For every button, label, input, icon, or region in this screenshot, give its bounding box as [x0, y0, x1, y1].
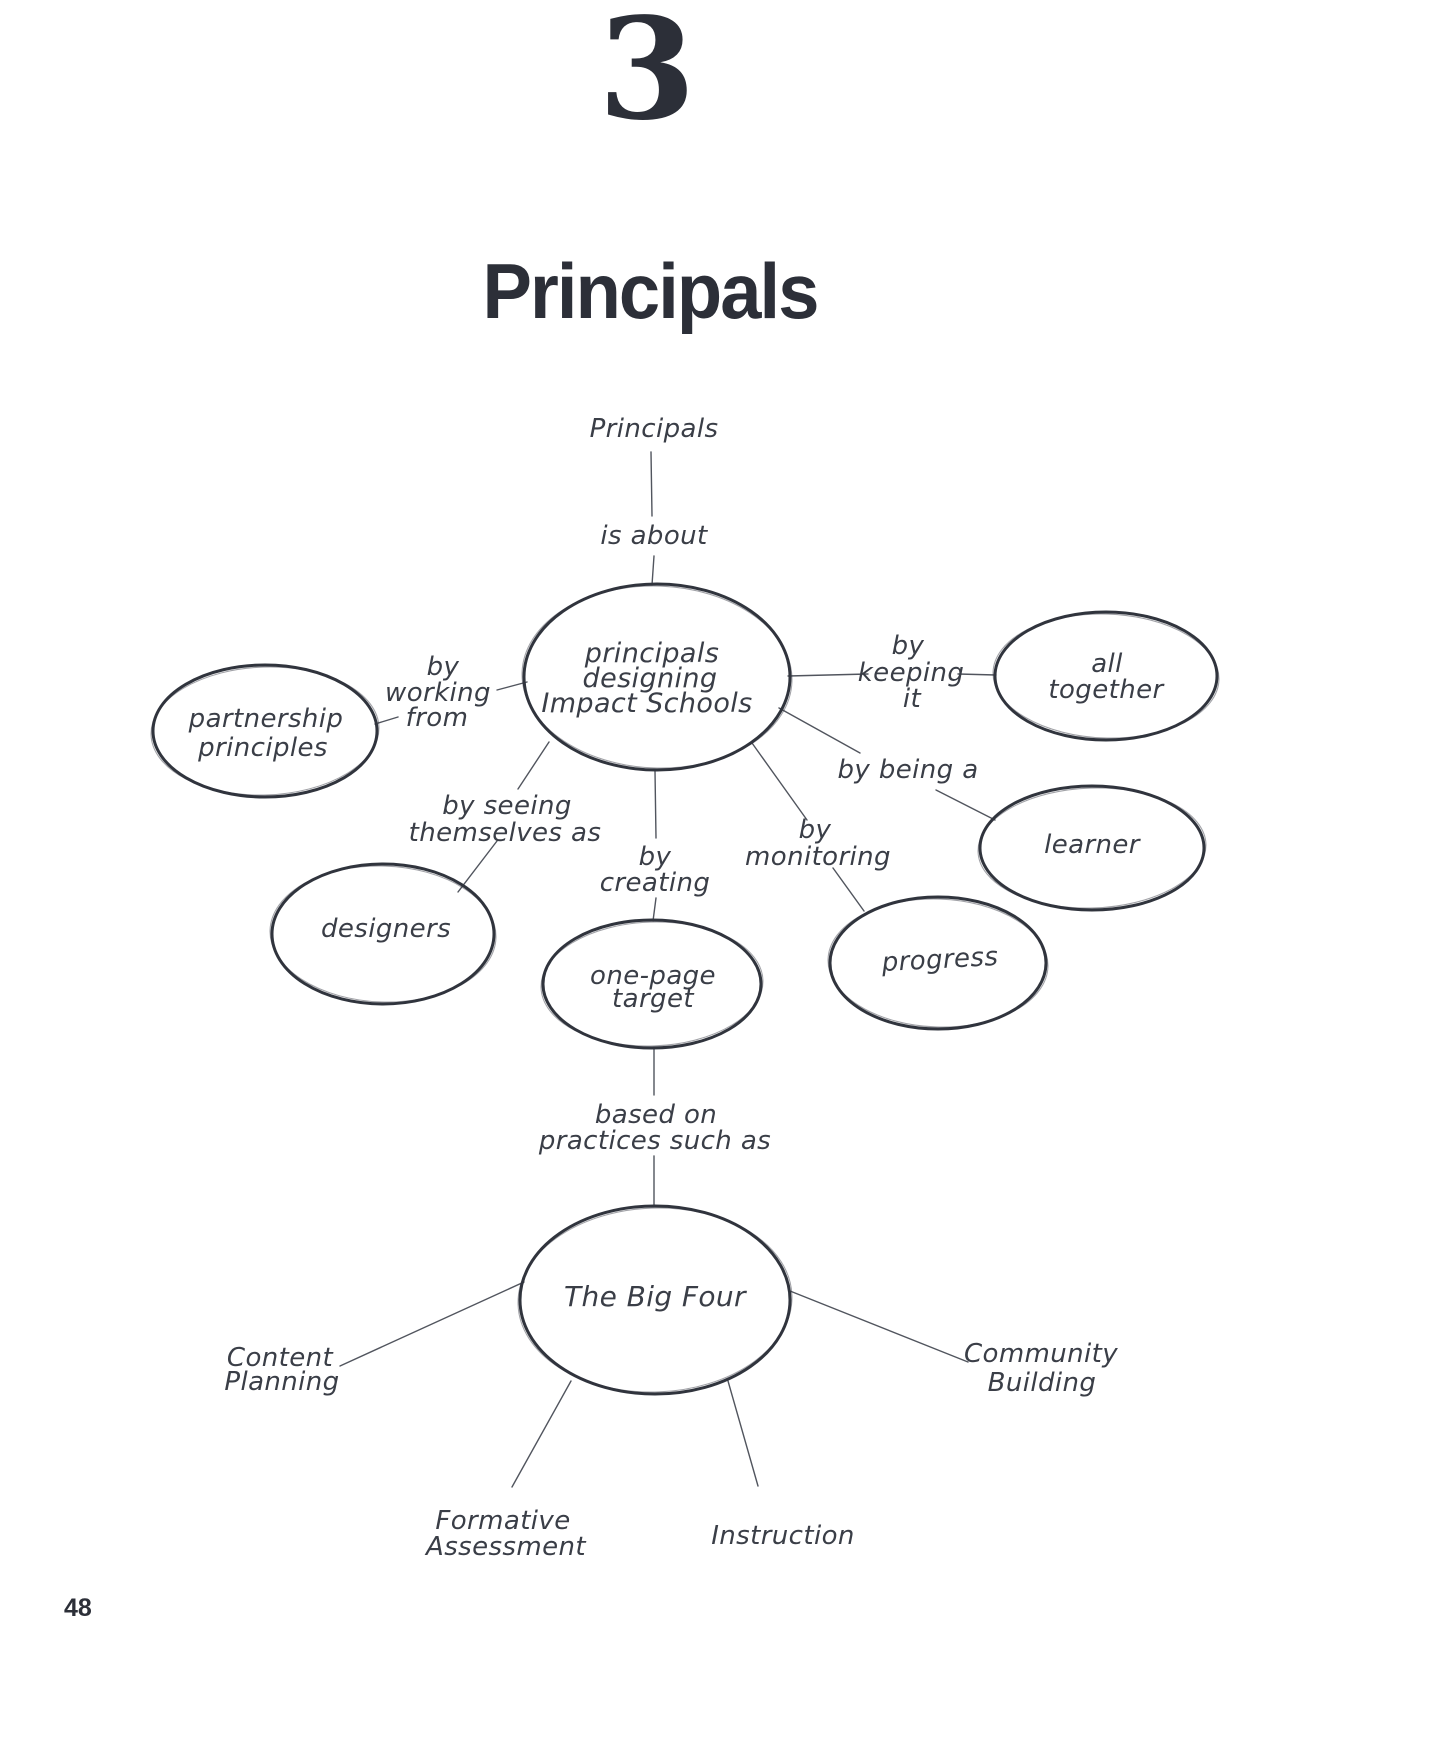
edge-being-to-learner [935, 789, 996, 821]
node-big-four-ellipse [517, 1204, 793, 1396]
edge-root-to-isabout [650, 451, 653, 517]
svg-text:partnership: partnership [188, 704, 344, 734]
svg-text:Impact Schools: Impact Schools [541, 688, 752, 719]
svg-text:Building: Building [988, 1368, 1097, 1398]
svg-text:by: by [639, 842, 672, 872]
node-center-ellipse [521, 582, 793, 772]
link-label-is-about: is about [600, 521, 708, 551]
svg-text:Assessment: Assessment [424, 1532, 586, 1562]
svg-text:by: by [427, 652, 460, 682]
node-designers-ellipse [269, 862, 497, 1006]
edge-working-to-center [496, 681, 528, 691]
edge-center-to-being [778, 707, 861, 754]
node-progress-label: progress [880, 942, 999, 978]
edge-monitoring-to-progress [832, 867, 865, 912]
node-partnership-label: partnership principles [188, 704, 344, 763]
svg-text:Planning: Planning [224, 1367, 339, 1397]
edge-keeping-to-alltogether [957, 673, 997, 676]
edge-center-to-creating [654, 770, 657, 839]
link-label-by-seeing: by seeing themselves as [409, 791, 602, 848]
svg-text:creating: creating [600, 868, 711, 898]
svg-text:based on: based on [595, 1100, 717, 1130]
link-label-by-monitoring: by monitoring [745, 815, 891, 872]
svg-text:by seeing: by seeing [442, 791, 572, 821]
leaf-community-building-label: Community Building [964, 1339, 1118, 1398]
edge-creating-to-onepage [652, 897, 657, 922]
diagram-labels: Principals is about principals designing… [188, 414, 1165, 1562]
edge-partnership-to-working [374, 716, 399, 725]
svg-text:it: it [903, 684, 922, 714]
edge-bigfour-to-community [789, 1290, 969, 1363]
node-big-four-label: The Big Four [564, 1280, 747, 1313]
svg-text:monitoring: monitoring [745, 842, 891, 872]
edge-bigfour-to-instruction [727, 1380, 759, 1487]
svg-text:working: working [385, 678, 491, 708]
link-label-by-keeping-it: by keeping it [858, 631, 965, 714]
link-label-by-working-from: by working from [385, 652, 491, 733]
svg-text:themselves as: themselves as [409, 818, 602, 848]
leaf-instruction-label: Instruction [711, 1521, 855, 1551]
svg-text:practices such as: practices such as [538, 1126, 771, 1156]
node-center-label: principals designing Impact Schools [541, 638, 752, 719]
node-one-page-label: one-page target [590, 961, 716, 1014]
link-label-based-on: based on practices such as [538, 1100, 771, 1156]
link-label-by-creating: by creating [600, 842, 711, 898]
root-label: Principals [590, 414, 719, 444]
chapter-header: 3 Principals [483, 0, 820, 335]
node-all-together-ellipse [992, 610, 1220, 742]
connectors [339, 451, 997, 1488]
edge-seeing-to-designers [457, 840, 498, 893]
svg-text:principles: principles [197, 733, 328, 763]
svg-text:one-page: one-page [590, 961, 716, 991]
node-learner-ellipse [977, 784, 1207, 912]
edge-bigfour-to-content [339, 1281, 525, 1367]
edge-bigfour-to-formative [511, 1380, 572, 1488]
svg-text:keeping: keeping [858, 658, 965, 688]
page-title: Principals [483, 247, 818, 335]
edge-center-to-keeping [787, 673, 869, 677]
edge-center-to-monitoring [751, 742, 808, 821]
svg-text:from: from [406, 703, 469, 733]
node-progress-ellipse [827, 895, 1049, 1031]
svg-text:designing: designing [583, 663, 718, 694]
svg-text:all: all [1091, 649, 1123, 679]
svg-text:Community: Community [964, 1339, 1118, 1369]
svg-text:by: by [892, 631, 925, 661]
svg-text:together: together [1048, 675, 1165, 705]
page-number: 48 [64, 1594, 92, 1622]
svg-text:by: by [799, 815, 832, 845]
leaf-content-planning-label: Content Planning [224, 1343, 339, 1397]
svg-text:Content: Content [227, 1343, 334, 1373]
node-ellipses [150, 582, 1220, 1396]
node-designers-label: designers [321, 914, 451, 944]
leaf-formative-assessment-label: Formative Assessment [424, 1506, 586, 1562]
svg-text:Formative: Formative [435, 1506, 570, 1536]
node-learner-label: learner [1044, 830, 1142, 860]
svg-text:principals: principals [584, 638, 719, 669]
chapter-number: 3 [598, 0, 695, 152]
node-partnership-ellipse [150, 663, 380, 799]
svg-text:target: target [612, 984, 694, 1014]
node-one-page-ellipse [540, 918, 764, 1050]
node-all-together-label: all together [1048, 649, 1165, 705]
edge-isabout-to-center [651, 555, 655, 586]
edge-center-to-seeing [517, 741, 550, 790]
link-label-by-being-a: by being a [837, 755, 978, 785]
